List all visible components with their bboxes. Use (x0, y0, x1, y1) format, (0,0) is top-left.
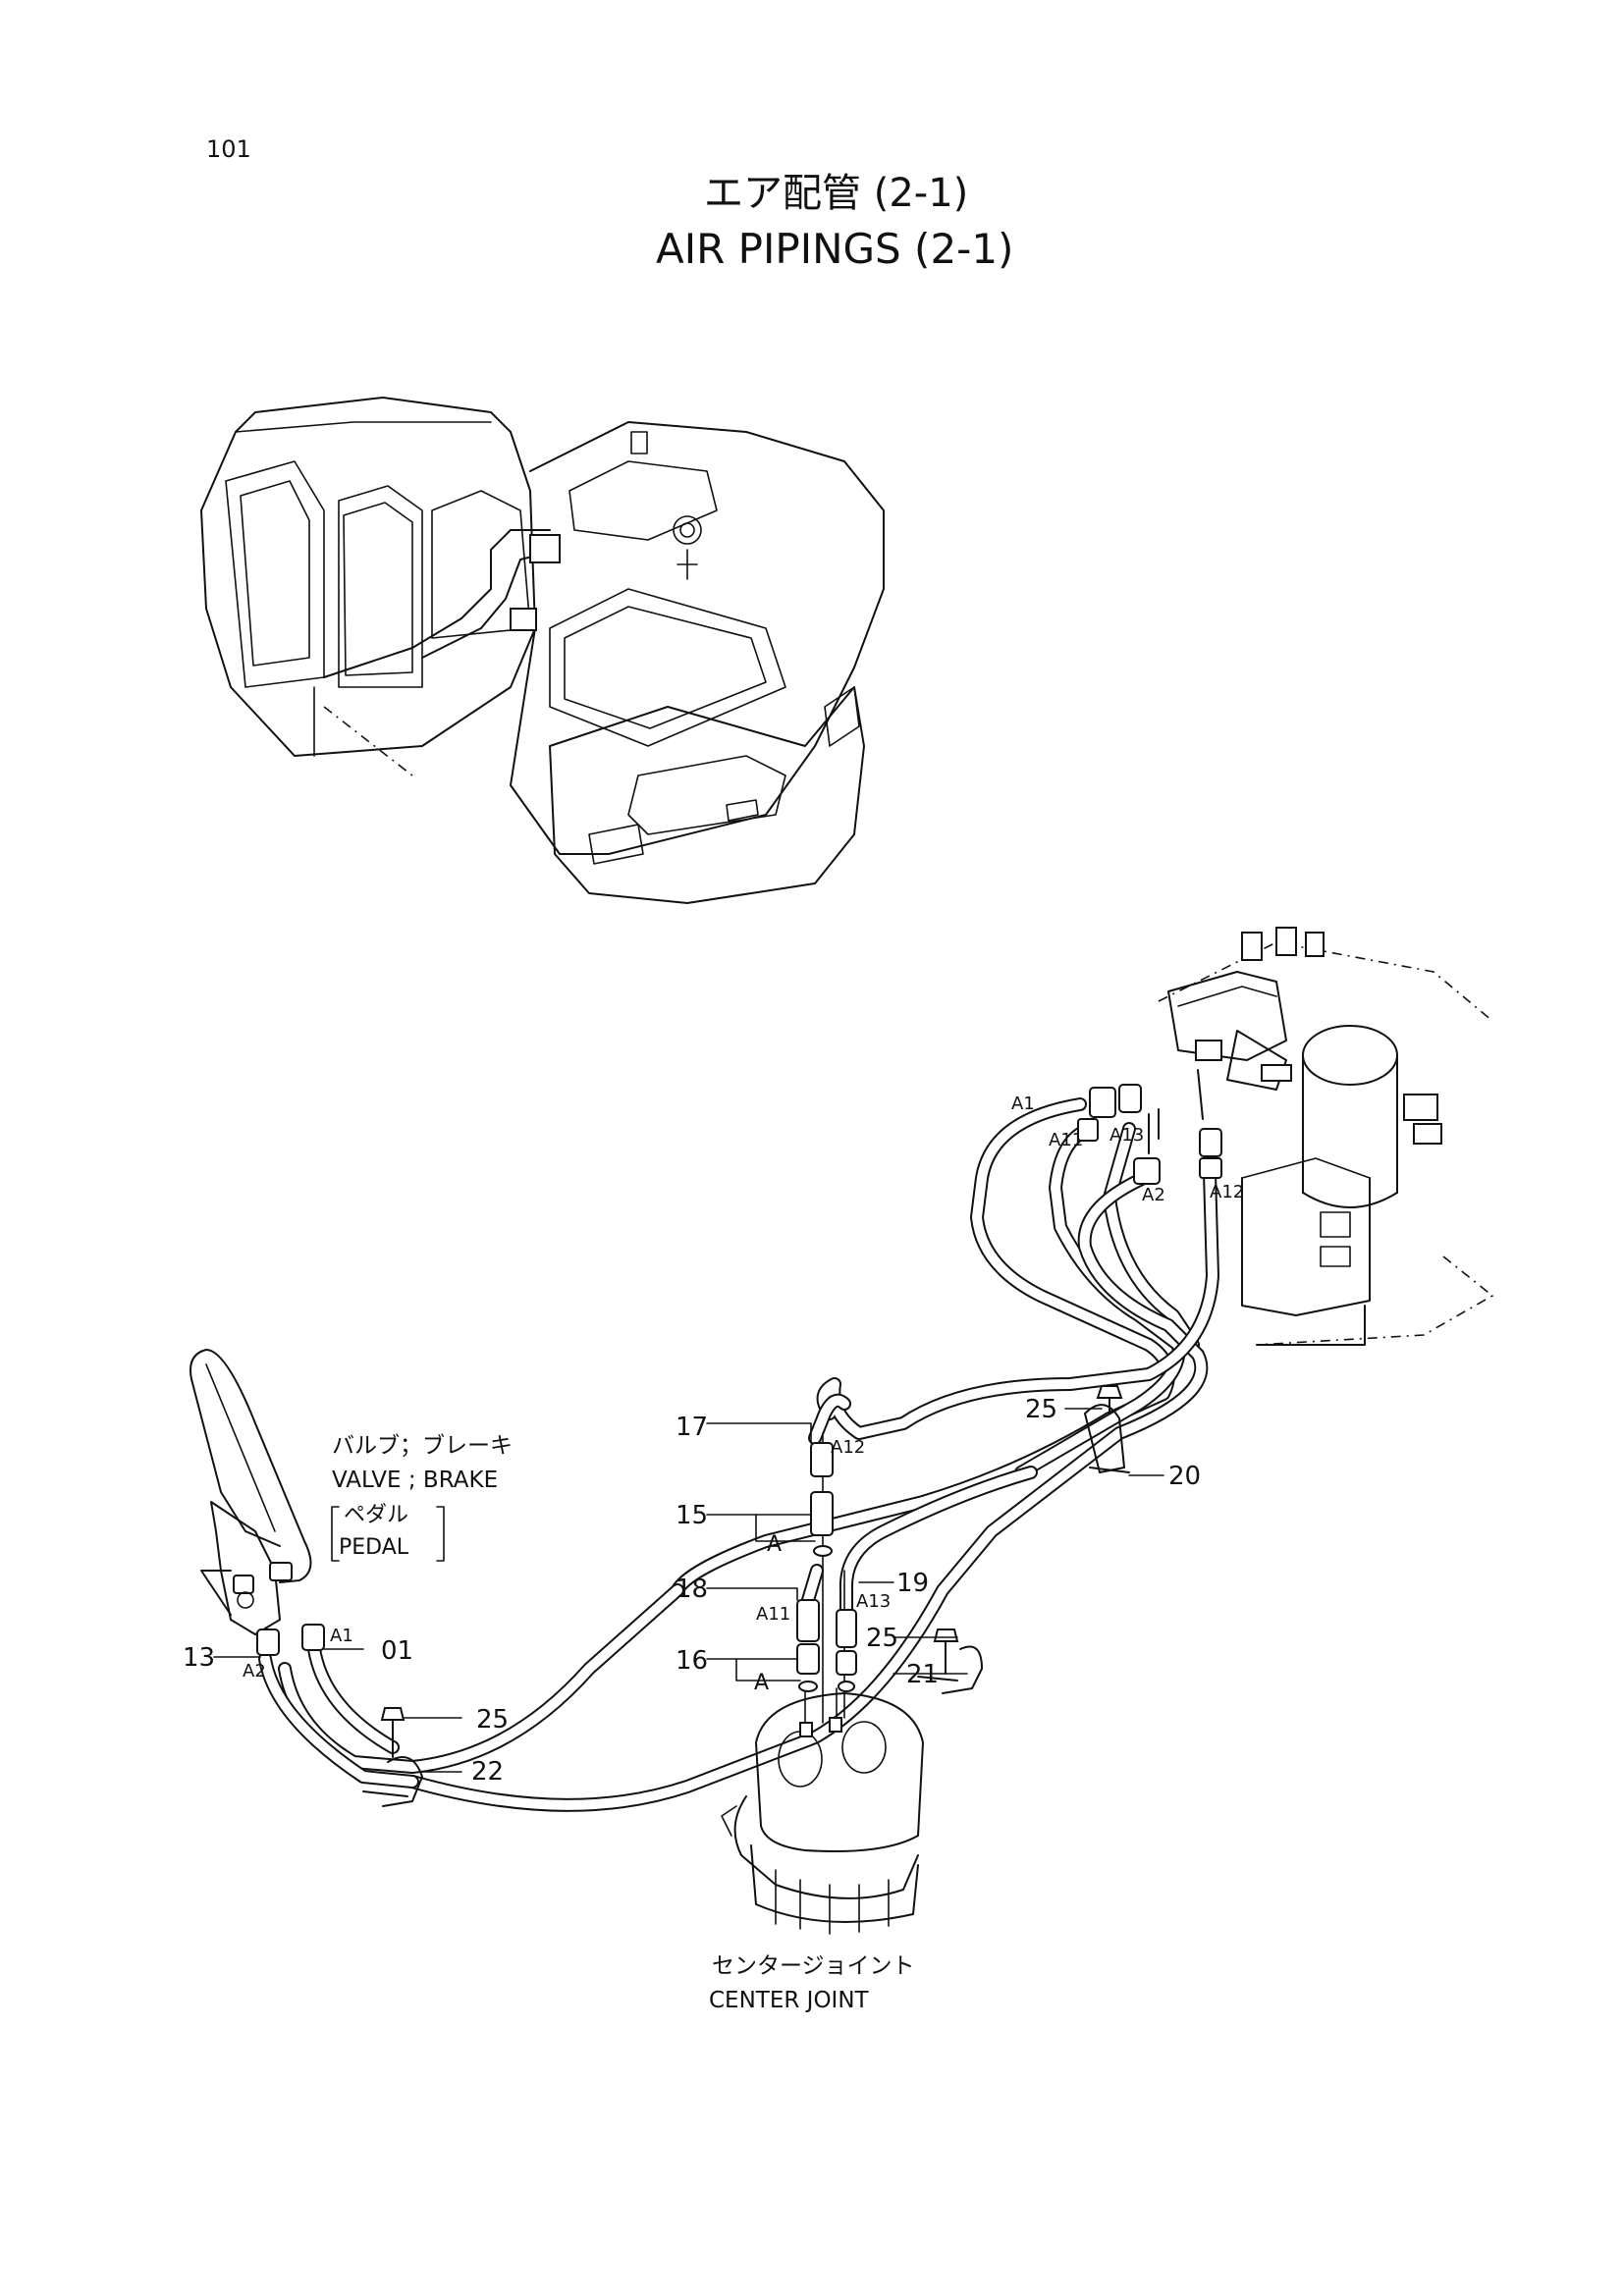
fitting-18 (796, 1599, 820, 1642)
excavator-overview (200, 397, 885, 904)
callout-21: 21 (906, 1660, 939, 1689)
valve-block (1167, 971, 1287, 1061)
fitting-stacks (796, 1442, 857, 1692)
fitting-15 (810, 1491, 834, 1536)
section-a-16: A (754, 1671, 769, 1695)
callout-01: 01 (381, 1636, 413, 1666)
callout-25-top: 25 (1025, 1395, 1057, 1424)
component-labels: バルブ；ブレーキ VALVE ; BRAKE ペダル PEDAL センタージョイ… (332, 1433, 915, 2013)
top-fittings (1077, 1084, 1222, 1185)
port-labels: A1 A11 A13 A2 A12 A12 A11 A13 A1 A2 A A (243, 1094, 1244, 1695)
title-english: AIR PIPINGS (2-1) (656, 225, 1013, 273)
overview-air-pipe-route (323, 529, 551, 678)
port-a13-mid: A13 (856, 1591, 891, 1612)
center-joint (721, 1432, 924, 1935)
clamp-22 (382, 1756, 423, 1807)
fitting-17 (810, 1442, 834, 1477)
cab-side-window (338, 485, 423, 688)
cab-door-window (225, 460, 325, 688)
brake-valve-label-jp: バルブ；ブレーキ (332, 1433, 513, 1459)
callout-16: 16 (676, 1646, 708, 1676)
callout-18: 18 (676, 1575, 708, 1604)
brake-pedal-label-jp: ペダル (344, 1503, 408, 1527)
callout-25-mid: 25 (866, 1624, 898, 1653)
engine-cover (549, 588, 786, 747)
brake-pedal (189, 1349, 312, 1583)
port-a2-left: A2 (243, 1661, 266, 1682)
clamps-bolts (362, 1385, 1130, 1807)
valve-tank-assembly (1158, 927, 1494, 1346)
title-japanese: エア配管 (2-1) (704, 171, 968, 216)
bolt-25-low (380, 1707, 406, 1721)
callout-22: 22 (471, 1757, 504, 1787)
brake-valve-label-en: VALVE ; BRAKE (332, 1468, 498, 1493)
bolt-25-top (1096, 1385, 1123, 1399)
leader-lines (213, 1408, 1164, 1773)
port-a12-top: A12 (1210, 1182, 1244, 1202)
page-number: 101 (206, 135, 251, 163)
brake-pedal-valve (189, 1349, 325, 1656)
callout-13: 13 (183, 1643, 215, 1673)
fitting-a2-left (256, 1629, 280, 1656)
clamp-21 (942, 1645, 983, 1694)
port-a11-mid: A11 (756, 1604, 790, 1625)
fitting-16 (796, 1643, 820, 1675)
reservoir-top (1302, 1025, 1398, 1086)
fitting-a1-top (1089, 1087, 1116, 1118)
callout-19: 19 (896, 1569, 929, 1598)
tank-body (1241, 1177, 1371, 1316)
callout-20: 20 (1168, 1462, 1201, 1491)
port-a13-top: A13 (1109, 1125, 1144, 1146)
port-a2-top: A2 (1142, 1185, 1165, 1205)
fitting-a1-left (301, 1624, 325, 1651)
air-hoses (258, 1097, 1219, 1812)
center-joint-label-jp: センタージョイント (712, 1953, 915, 1979)
fitting-19 (836, 1609, 857, 1648)
center-joint-label-en: CENTER JOINT (709, 1988, 870, 2013)
callout-25-low: 25 (476, 1705, 509, 1735)
callout-17: 17 (676, 1413, 708, 1442)
callout-numbers: 17 15 18 16 19 25 25 25 20 21 22 13 01 (183, 1395, 1201, 1787)
brake-pedal-label-en: PEDAL (339, 1535, 409, 1560)
port-a1-left: A1 (330, 1626, 353, 1646)
counterweight (549, 686, 865, 904)
section-a-15: A (767, 1532, 782, 1557)
port-a11-top: A11 (1049, 1130, 1083, 1150)
callout-15: 15 (676, 1501, 708, 1530)
port-a1-top: A1 (1011, 1094, 1035, 1114)
port-a12-mid: A12 (831, 1437, 865, 1458)
bolt-25-mid (933, 1629, 959, 1642)
